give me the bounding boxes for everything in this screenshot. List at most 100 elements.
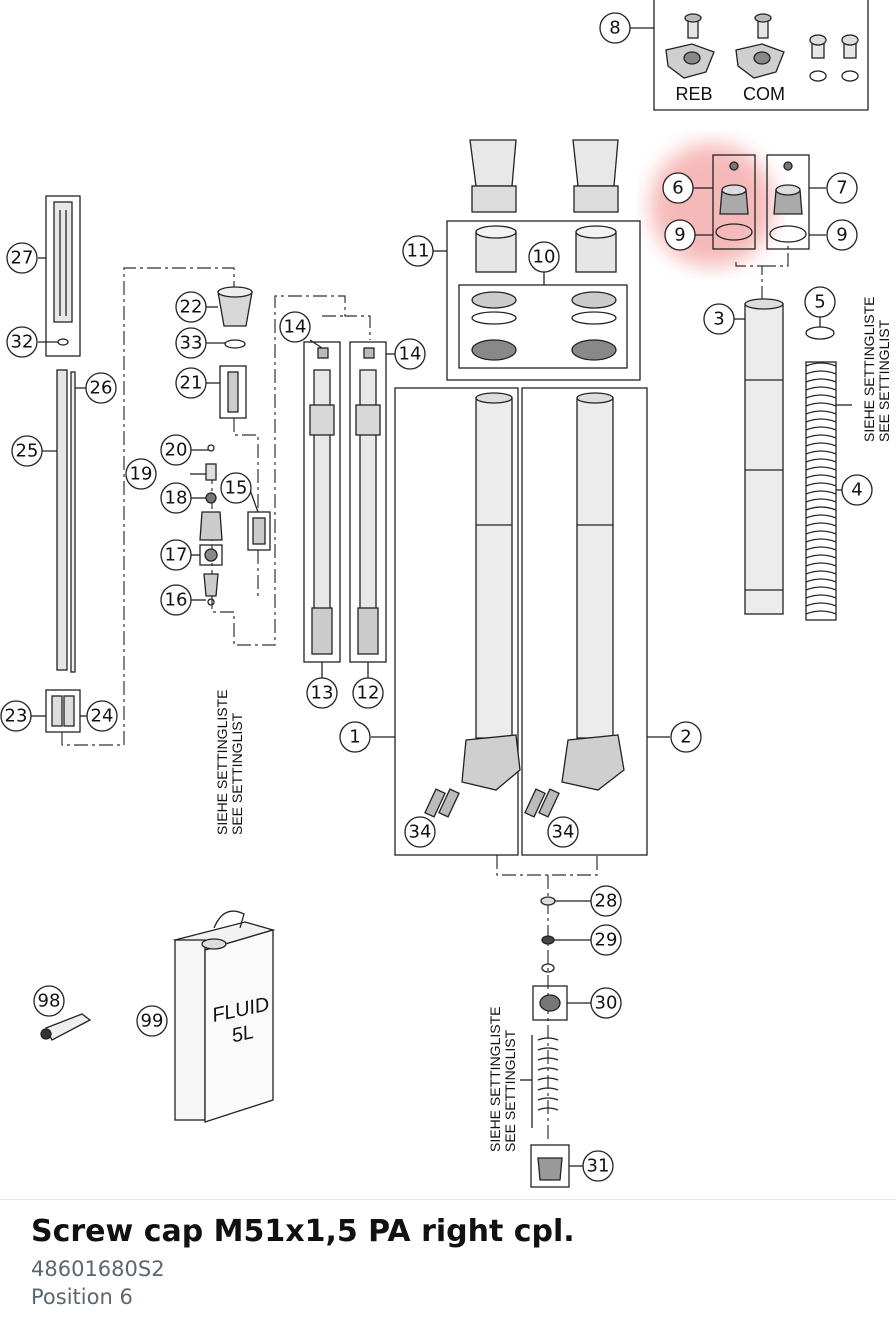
callout-21[interactable]: 21 <box>175 367 207 399</box>
callout-27[interactable]: 27 <box>6 242 38 274</box>
callout-label: 1 <box>349 727 360 748</box>
can-label-volume: 5L <box>230 1021 256 1047</box>
settinglist-note-left: SIEHE SETTINGLISTE SEE SETTINGLIST <box>214 690 245 835</box>
callout-label: 18 <box>165 488 188 509</box>
callout-label: 2 <box>680 727 691 748</box>
callout-5[interactable]: 5 <box>804 286 836 318</box>
callout-label: 16 <box>165 590 188 611</box>
callout-14[interactable]: 14 <box>394 338 426 370</box>
callout-1[interactable]: 1 <box>339 721 371 753</box>
callout-label: 34 <box>552 822 575 843</box>
callout-6[interactable]: 6 <box>662 172 694 204</box>
callout-99[interactable]: 99 <box>136 1005 168 1037</box>
svg-text:SEE SETTINGLIST: SEE SETTINGLIST <box>876 319 892 442</box>
callout-label: 34 <box>409 822 432 843</box>
callout-23[interactable]: 23 <box>0 700 32 732</box>
label-reb: REB <box>675 84 712 104</box>
callout-98[interactable]: 98 <box>33 985 65 1017</box>
callout-label: 28 <box>595 891 618 912</box>
callout-10[interactable]: 10 <box>528 241 560 273</box>
callout-label: 33 <box>180 333 203 354</box>
callout-15[interactable]: 15 <box>220 472 252 504</box>
callout-label: 14 <box>284 317 307 338</box>
knob-com-icon <box>735 13 785 79</box>
callout-34[interactable]: 34 <box>547 816 579 848</box>
callout-30[interactable]: 30 <box>590 987 622 1019</box>
callout-label: 31 <box>587 1156 610 1177</box>
callout-7[interactable]: 7 <box>826 172 858 204</box>
svg-text:SIEHE SETTINGLISTE: SIEHE SETTINGLISTE <box>861 297 877 442</box>
part-group-base-valve <box>520 896 592 1188</box>
callout-label: 29 <box>595 930 618 951</box>
callout-28[interactable]: 28 <box>590 885 622 917</box>
callout-20[interactable]: 20 <box>160 434 192 466</box>
callout-13[interactable]: 13 <box>306 677 338 709</box>
fluid-can-icon <box>172 910 276 1123</box>
part-group-cartridges <box>303 339 396 680</box>
callout-32[interactable]: 32 <box>6 326 38 358</box>
callout-label: 9 <box>674 225 685 246</box>
svg-text:SEE SETTINGLIST: SEE SETTINGLIST <box>502 1029 518 1152</box>
callout-label: 23 <box>5 706 28 727</box>
callout-label: 8 <box>609 18 620 39</box>
callout-16[interactable]: 16 <box>160 584 192 616</box>
callout-label: 27 <box>11 248 34 269</box>
svg-text:SEE SETTINGLIST: SEE SETTINGLIST <box>229 712 245 835</box>
callout-label: 10 <box>533 247 556 268</box>
callout-11[interactable]: 11 <box>402 235 434 267</box>
part-group-seals <box>433 139 641 381</box>
callout-22[interactable]: 22 <box>175 291 207 323</box>
callout-9[interactable]: 9 <box>826 219 858 251</box>
callout-33[interactable]: 33 <box>175 327 207 359</box>
callout-label: 13 <box>311 683 334 704</box>
part-group-screw-caps <box>693 154 826 250</box>
settinglist-note-right: SIEHE SETTINGLISTE SEE SETTINGLIST <box>861 297 892 442</box>
callout-26[interactable]: 26 <box>85 372 117 404</box>
exploded-parts-diagram: REB COM <box>0 0 892 1188</box>
callout-label: 20 <box>165 440 188 461</box>
callout-25[interactable]: 25 <box>11 435 43 467</box>
spring-icon <box>805 361 837 621</box>
callout-24[interactable]: 24 <box>86 700 118 732</box>
callout-18[interactable]: 18 <box>160 482 192 514</box>
callout-4[interactable]: 4 <box>841 474 873 506</box>
callout-3[interactable]: 3 <box>703 303 735 335</box>
callout-label: 22 <box>180 297 203 318</box>
callout-label: 99 <box>141 1011 164 1032</box>
callout-label: 98 <box>38 991 61 1012</box>
callout-label: 30 <box>595 993 618 1014</box>
part-group-consumables <box>40 910 276 1123</box>
callout-19[interactable]: 19 <box>125 458 157 490</box>
callout-29[interactable]: 29 <box>590 924 622 956</box>
assembly-lines <box>61 246 789 1140</box>
callout-14[interactable]: 14 <box>279 311 311 343</box>
part-number: 48601680S2 <box>31 1257 165 1281</box>
svg-text:SIEHE SETTINGLISTE: SIEHE SETTINGLISTE <box>487 1007 503 1152</box>
part-group-left-rods <box>30 195 88 733</box>
callout-label: 14 <box>399 344 422 365</box>
callout-label: 3 <box>713 309 724 330</box>
callout-8[interactable]: 8 <box>599 12 631 44</box>
callout-34[interactable]: 34 <box>404 816 436 848</box>
callout-label: 15 <box>225 478 248 499</box>
callout-label: 17 <box>165 545 188 566</box>
part-position: Position 6 <box>31 1285 133 1309</box>
callout-17[interactable]: 17 <box>160 539 192 571</box>
label-com: COM <box>743 84 785 104</box>
callout-label: 7 <box>836 178 847 199</box>
callout-label: 24 <box>91 706 114 727</box>
svg-text:SIEHE SETTINGLISTE: SIEHE SETTINGLISTE <box>214 690 230 835</box>
callout-label: 11 <box>407 241 430 262</box>
part-group-valve <box>190 286 271 606</box>
callout-label: 5 <box>814 292 825 313</box>
part-info-panel: Screw cap M51x1,5 PA right cpl. 48601680… <box>0 1199 896 1336</box>
callout-31[interactable]: 31 <box>582 1150 614 1182</box>
callout-label: 19 <box>130 464 153 485</box>
callout-label: 12 <box>357 683 380 704</box>
callout-9[interactable]: 9 <box>664 219 696 251</box>
part-group-outer-tubes <box>371 387 670 856</box>
callout-label: 4 <box>851 480 862 501</box>
callout-12[interactable]: 12 <box>352 677 384 709</box>
callout-2[interactable]: 2 <box>670 721 702 753</box>
